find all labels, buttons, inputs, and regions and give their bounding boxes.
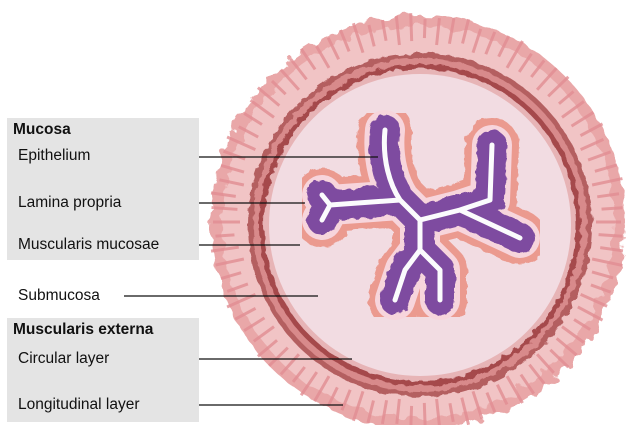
serosa-texture-tick (424, 403, 425, 425)
mucosa-header: Mucosa (13, 121, 71, 139)
label-muscularis-mucosae: Muscularis mucosae (18, 236, 159, 254)
serosa-texture-tick (411, 406, 412, 425)
serosa-texture-tick (411, 13, 412, 41)
label-submucosa: Submucosa (18, 287, 100, 305)
serosa-texture-tick (602, 208, 623, 209)
muscularis-externa-header: Muscularis externa (13, 321, 153, 339)
serosa-texture-tick (424, 19, 425, 38)
label-lamina-propria: Lamina propria (18, 194, 121, 212)
label-epithelium: Epithelium (18, 147, 90, 165)
serosa-texture-tick (599, 235, 623, 237)
label-longitudinal-layer: Longitudinal layer (18, 396, 140, 414)
label-circular-layer: Circular layer (18, 350, 109, 368)
serosa-texture-tick (215, 235, 234, 236)
serosa-texture-tick (212, 208, 238, 210)
